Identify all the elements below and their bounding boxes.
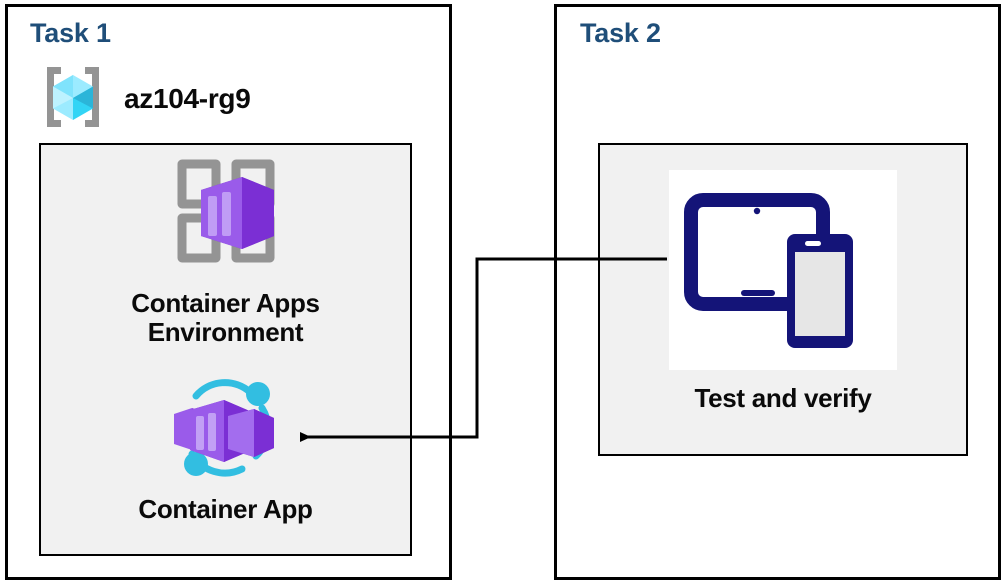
- container-app-icon: [162, 372, 290, 489]
- container-apps-environment-icon: [160, 152, 292, 283]
- resource-group-row: az104-rg9: [36, 62, 251, 136]
- node-caption-test-and-verify: Test and verify: [694, 383, 872, 413]
- node-test-and-verify: Test and verify: [598, 170, 968, 413]
- node-caption-container-app: Container App: [138, 494, 313, 524]
- node-caption-container-apps-environment: Container Apps Environment: [131, 288, 320, 348]
- devices-test-icon: [669, 170, 897, 370]
- resource-group-label: az104-rg9: [124, 83, 251, 114]
- node-container-app: Container App: [39, 372, 412, 524]
- node-container-apps-environment: Container Apps Environment: [39, 152, 412, 347]
- task-2-title: Task 2: [580, 18, 661, 48]
- azure-resource-group-icon: [36, 60, 110, 139]
- task-1-title: Task 1: [30, 18, 111, 48]
